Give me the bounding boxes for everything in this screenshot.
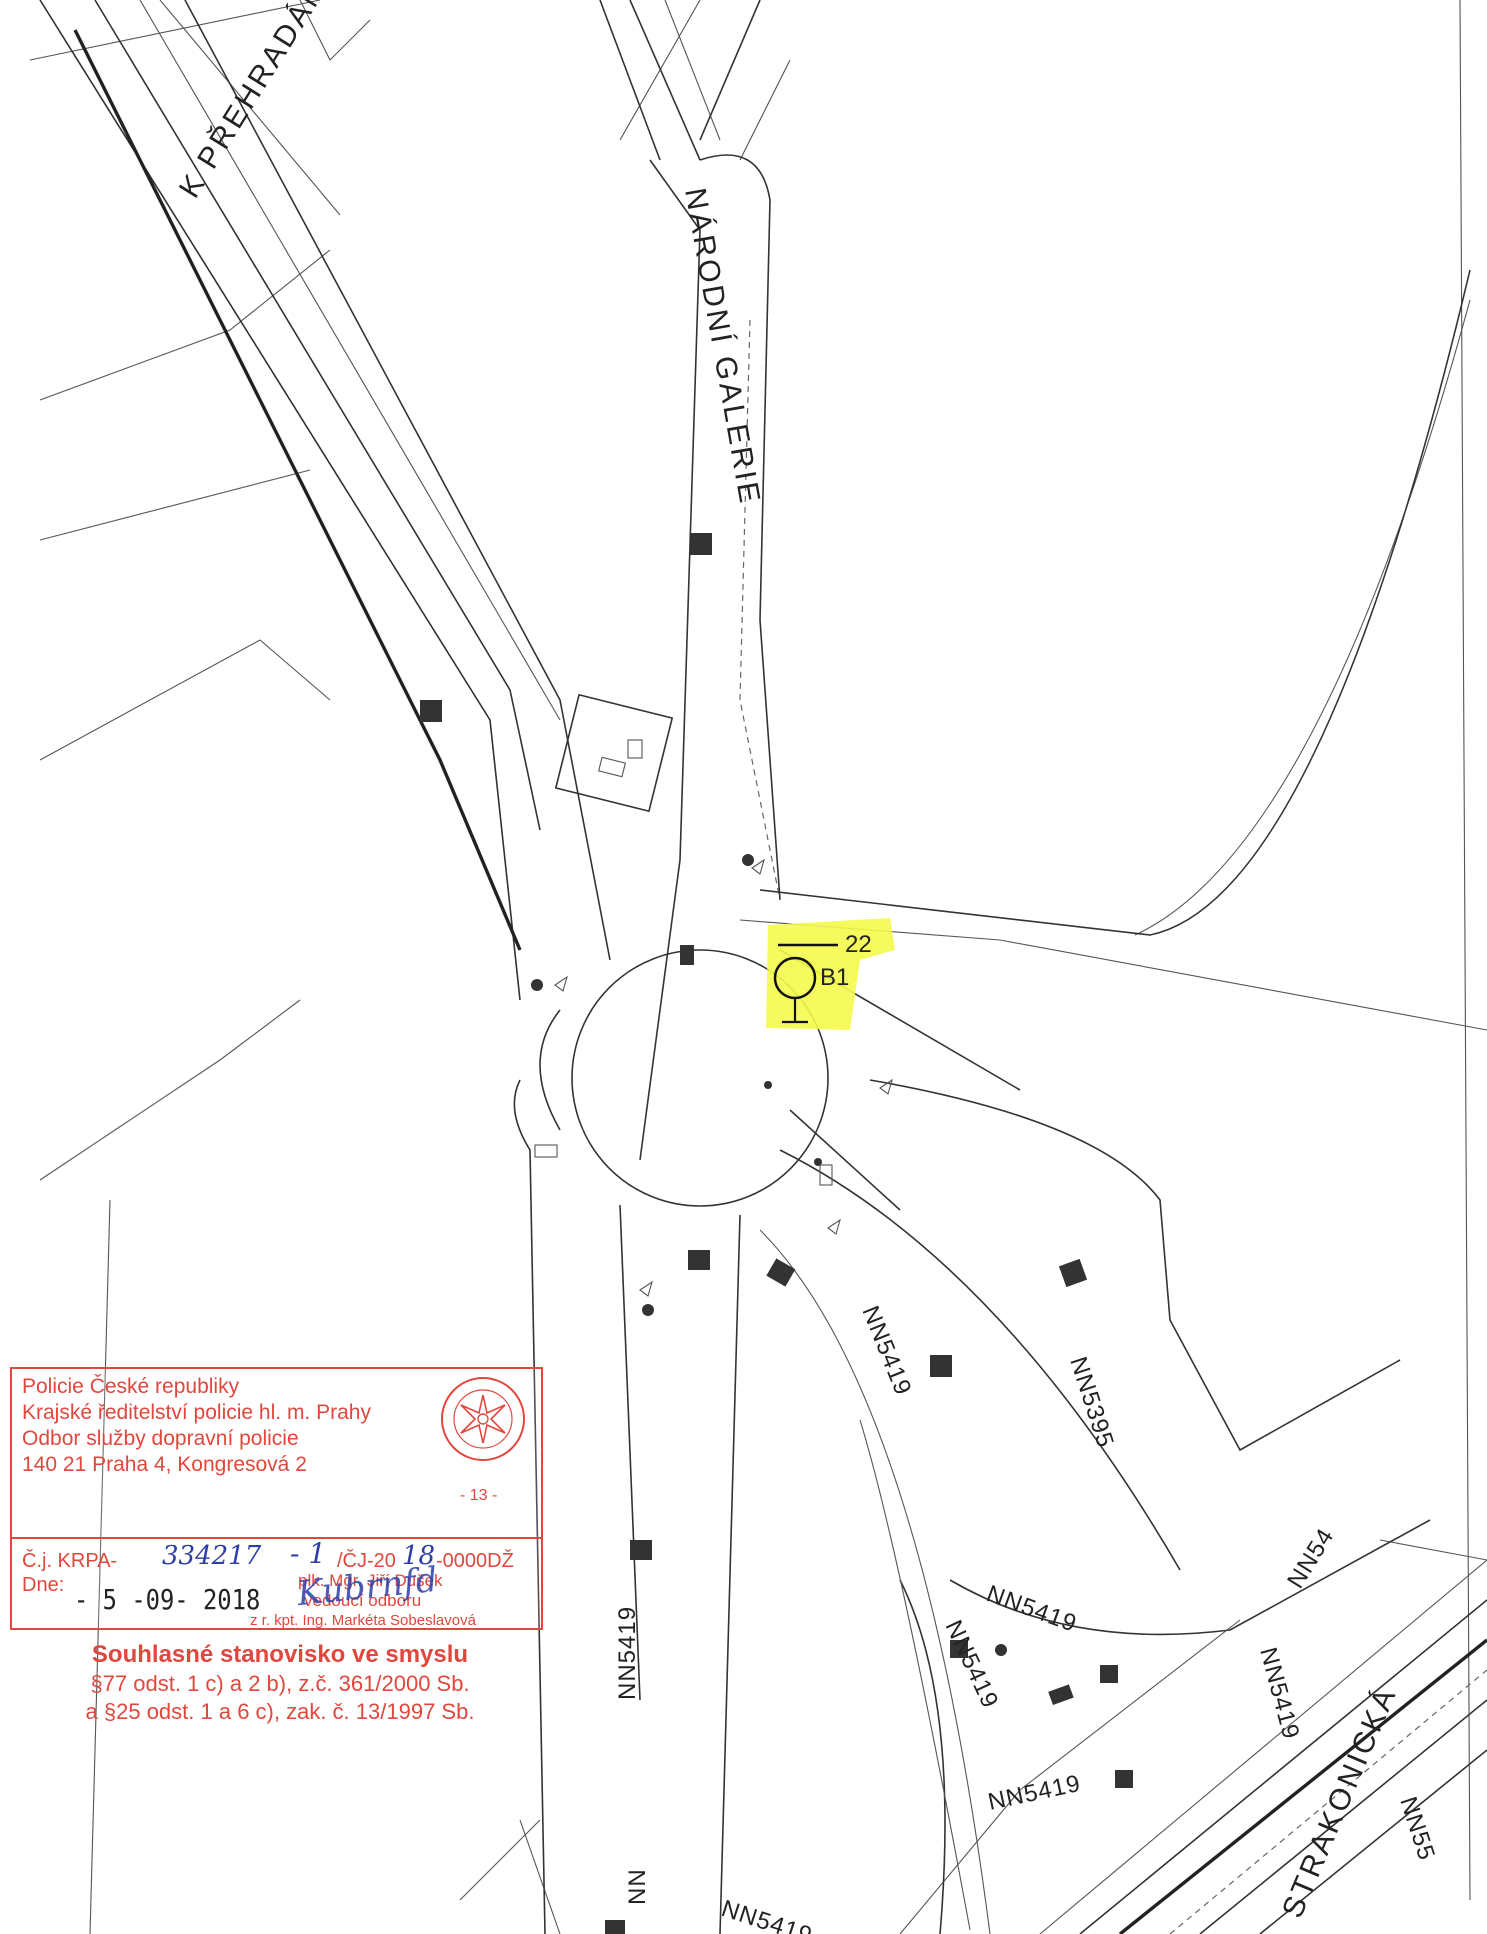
sign-code-label: B1 [820, 964, 849, 991]
cable-label-nn: NN [624, 1868, 651, 1905]
building-outline [554, 693, 674, 813]
cable-label-nn5419: NN5419 [986, 1770, 1084, 1816]
stamp-cj-mid: /ČJ-20 [337, 1550, 396, 1572]
sign-icon [751, 858, 765, 875]
stamp-date-value: - 5 -09- 2018 [74, 1583, 261, 1616]
cable-label-nn5395: NN5395 [1064, 1354, 1119, 1452]
sign-icon [639, 1280, 653, 1297]
pole-icon [930, 1355, 952, 1377]
approval-note-title: Souhlasné stanovisko ve smyslu [91, 1641, 469, 1668]
stamp-date-label: Dne: [22, 1574, 65, 1596]
stamp-cj-year: 18 [402, 1541, 436, 1571]
pole-icon [1048, 1684, 1074, 1705]
cable-label-nn5419: NN5419 [614, 1606, 641, 1700]
nn5419-cable-branch [859, 1419, 971, 1931]
pole-icon [1100, 1665, 1118, 1683]
cable-label-nn55: NN55 [1394, 1794, 1440, 1865]
lamp-icon [742, 854, 754, 866]
pole-icon [950, 1640, 968, 1658]
pole-icon [766, 1258, 796, 1287]
map-symbols [420, 533, 1133, 1934]
cable-label-nn54: NN54 [1282, 1523, 1340, 1593]
stamp-cj-dash: - 1 [290, 1537, 327, 1570]
street-label-narodni-galerie: NÁRODNÍ GALERIE [678, 185, 766, 508]
sign-icon [879, 1078, 893, 1095]
stamp-cj-number: 334217 [162, 1541, 262, 1571]
stamp-line-4: 140 21 Praha 4, Kongresová 2 [22, 1453, 307, 1476]
stamp-line-2: Krajské ředitelství policie hl. m. Prahy [22, 1401, 371, 1424]
stamp-signer: plk. Mgr. Jiří Dušek [298, 1571, 443, 1590]
stamp-cj-suffix: -0000DŽ [436, 1550, 514, 1572]
lamp-icon [764, 1081, 772, 1089]
street-label-k-prehradam: K PŘEHRADÁM [173, 0, 335, 204]
parcel-boundaries [29, 0, 1487, 1934]
pole-icon [1115, 1770, 1133, 1788]
pole-icon [1058, 1258, 1088, 1288]
pole-icon [630, 1540, 652, 1560]
stamp-signer-sub: z r. kpt. Ing. Markéta Sobeslavová [250, 1612, 476, 1629]
approval-note-line-1: §77 odst. 1 c) a 2 b), z.č. 361/2000 Sb. [90, 1671, 470, 1696]
cable-label-nn5419: NN5419 [983, 1580, 1081, 1638]
roundabout [513, 949, 829, 1934]
pole-icon [605, 1920, 625, 1934]
sign-icon [554, 975, 568, 992]
cable-label-nn5419: NN5419 [940, 1616, 1004, 1713]
lamp-icon [531, 979, 543, 991]
bench-icon [819, 1164, 833, 1186]
stamp-line-1: Policie České republiky [22, 1375, 240, 1398]
pole-icon [690, 533, 712, 555]
highlighted-traffic-sign: 22 B1 [766, 918, 895, 1030]
pole-icon [420, 700, 442, 722]
strakonicka-road [779, 1149, 1487, 1934]
police-seal-icon [441, 1377, 525, 1461]
stamp-divider [12, 1537, 541, 1539]
nn5419-cable-curve [759, 1229, 991, 1934]
pole-icon [688, 1250, 710, 1270]
pole-icon [680, 945, 694, 965]
police-approval-stamp: Policie České republiky Krajské ředitels… [10, 1367, 543, 1630]
k-prehradam-road [39, 0, 611, 1001]
lamp-icon [995, 1644, 1007, 1656]
stamp-signer-role: vedoucí odboru [304, 1591, 422, 1610]
lamp-icon [814, 1158, 822, 1166]
seal-number: - 13 - [460, 1487, 498, 1504]
approval-note-line-2: a §25 odst. 1 a 6 c), zak. č. 13/1997 Sb… [85, 1699, 475, 1724]
east-roads [759, 269, 1471, 1452]
bench-icon [534, 1144, 558, 1158]
cable-label-nn5419: NN5419 [718, 1895, 816, 1934]
cable-label-nn5419: NN5419 [856, 1302, 916, 1399]
lamp-icon [642, 1304, 654, 1316]
sign-icon [827, 1218, 841, 1235]
sign-number-label: 22 [845, 931, 872, 958]
narodni-galerie-road [599, 0, 781, 1161]
stamp-cj-prefix: Č.j. KRPA- [22, 1550, 118, 1572]
cable-label-nn5419: NN5419 [1254, 1645, 1304, 1743]
stamp-line-3: Odbor služby dopravní policie [22, 1427, 299, 1450]
approval-note: Souhlasné stanovisko ve smyslu §77 odst.… [0, 1640, 560, 1726]
